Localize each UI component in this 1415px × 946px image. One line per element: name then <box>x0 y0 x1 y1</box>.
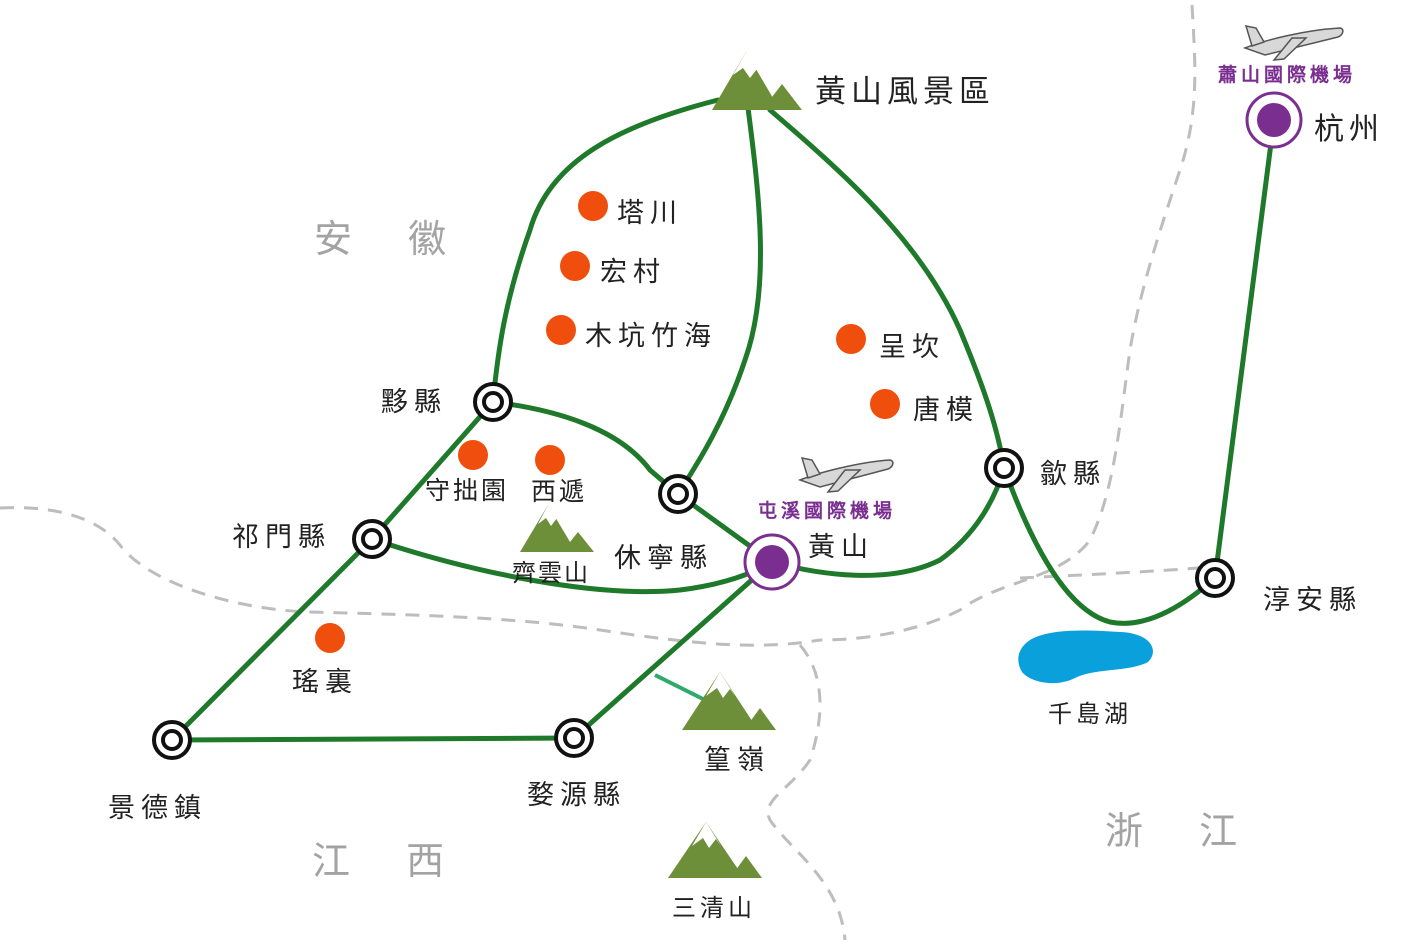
mountain-icon <box>668 822 762 878</box>
village-label-hongcun: 宏村 <box>600 257 666 288</box>
village-dot <box>578 191 608 221</box>
route-huangshan-shexian <box>767 107 1007 471</box>
city-node-wuyuan[interactable] <box>554 718 594 758</box>
city-node-qimen[interactable] <box>352 519 392 559</box>
scenic-label-qiandaohu: 千島湖 <box>1048 700 1132 728</box>
village-dots <box>315 191 900 653</box>
city-node-chunan[interactable] <box>1195 558 1235 598</box>
scenic-label-huangling: 篁嶺 <box>704 745 770 776</box>
route-shexian-chunan <box>1001 465 1218 626</box>
village-label-chengkan: 呈坎 <box>879 332 945 363</box>
route-spur-huangling <box>654 673 706 702</box>
city-node-jingdezhen[interactable] <box>152 720 192 760</box>
city-label-qimen: 祁門縣 <box>232 522 331 553</box>
city-label-yixian: 黟縣 <box>381 387 447 418</box>
mountain-icon <box>520 505 594 552</box>
city-label-chunan: 淳安縣 <box>1263 585 1362 616</box>
route-qimen-jingdezhen <box>169 536 375 743</box>
scenic-label-huangshan-area: 黃山風景區 <box>815 74 995 110</box>
airport-node-hangzhou[interactable] <box>1245 91 1303 149</box>
airport-label-xiaoshan: 蕭山國際機場 <box>1218 64 1357 86</box>
border-anhui-zhejiang <box>819 4 1197 642</box>
border-anhui-jiangxi <box>0 506 821 647</box>
lake-qiandaohu <box>1018 630 1153 684</box>
city-node-yixian[interactable] <box>473 382 513 422</box>
village-dot <box>315 623 345 653</box>
city-label-jingdezhen: 景德鎮 <box>108 793 207 824</box>
airplane-icon <box>797 457 894 493</box>
airport-node-huangshan[interactable] <box>743 533 801 591</box>
village-dot <box>546 315 576 345</box>
scenic-label-sanqingshan: 三清山 <box>672 894 756 922</box>
village-label-shouzhuoyuan: 守拙園 <box>425 476 510 505</box>
village-label-yaoli: 瑤裏 <box>292 667 358 698</box>
route-jingdezhen-wuyuan <box>169 735 577 743</box>
village-label-tangmo: 唐模 <box>913 395 979 426</box>
region-label-anhui: 安 徽 <box>314 217 469 261</box>
village-dot <box>535 445 565 475</box>
city-label-hangzhou: 杭州 <box>1314 112 1384 147</box>
route-yixian-xiuning <box>490 399 681 497</box>
border-jiangxi-zhejiang <box>766 644 847 941</box>
city-node-shexian[interactable] <box>984 448 1024 488</box>
city-label-huangshan: 黃山 <box>808 532 874 563</box>
village-label-mukeng: 木坑竹海 <box>585 321 717 352</box>
city-node-xiuning[interactable] <box>658 474 698 514</box>
route-chunan-hangzhou <box>1212 117 1277 581</box>
city-label-xiuning: 休寧縣 <box>614 543 713 574</box>
city-nodes <box>152 91 1303 760</box>
route-qimen-huangshan <box>369 536 775 595</box>
village-dot <box>870 389 900 419</box>
route-yixian-qimen <box>369 399 496 542</box>
airplane-icon <box>1242 25 1344 61</box>
city-label-shexian: 歙縣 <box>1040 459 1106 490</box>
mountain-icon <box>682 672 776 730</box>
village-dot <box>458 440 488 470</box>
village-label-xidi: 西遞 <box>531 477 588 506</box>
route-huangshan-xiuning <box>675 105 763 497</box>
airport-label-tunxi: 屯溪國際機場 <box>758 500 897 522</box>
scenic-label-qiyunshan: 齊雲山 <box>512 559 590 587</box>
route-huangshan-yixian <box>490 97 721 405</box>
village-dot <box>560 251 590 281</box>
region-label-jiangxi: 江 西 <box>312 839 467 883</box>
village-label-tachuan: 塔川 <box>617 198 683 229</box>
mountain-icon <box>712 52 802 110</box>
region-label-zhejiang: 浙 江 <box>1105 809 1260 853</box>
route-wuyuan-huangshan <box>571 559 775 741</box>
routes <box>169 97 1277 743</box>
city-label-wuyuan: 婺源縣 <box>527 780 626 811</box>
village-dot <box>836 324 866 354</box>
route-huangshan-shexian-low <box>769 465 1007 578</box>
